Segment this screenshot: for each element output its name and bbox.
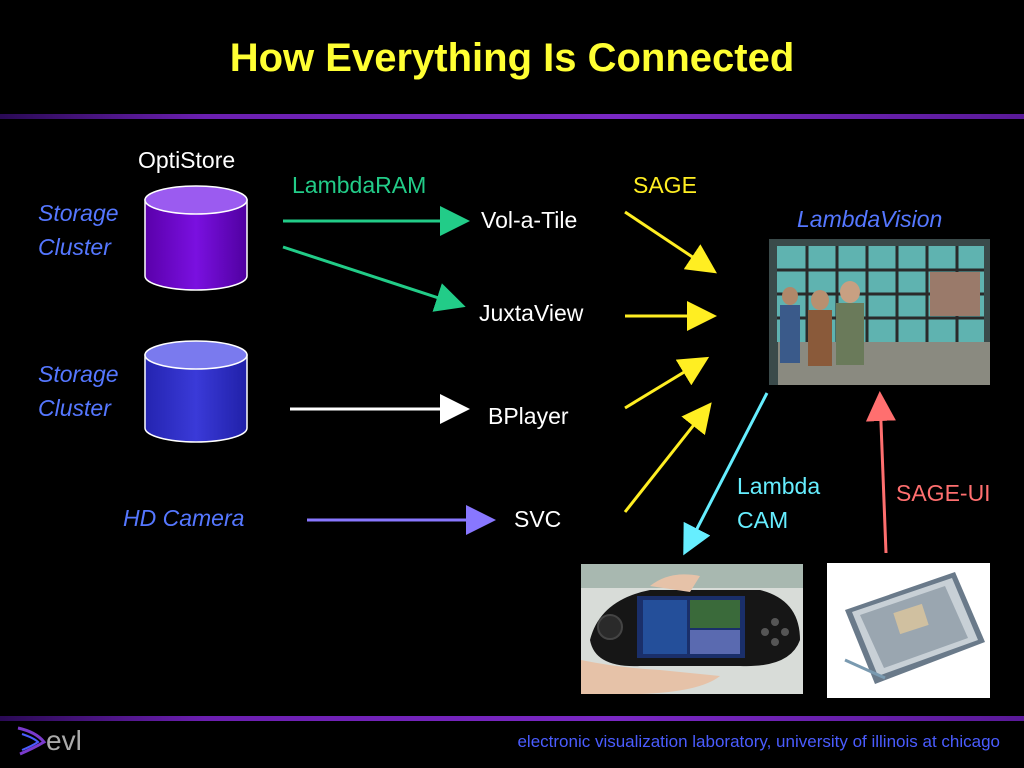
lambda-cam-label: Lambda CAM — [737, 473, 821, 533]
hd-camera-label: HD Camera — [123, 505, 245, 531]
storage-cylinder-icon — [144, 185, 248, 291]
storage-cluster-label-1: Storage Cluster — [38, 200, 119, 260]
sage-arrow-svc — [623, 402, 712, 513]
evl-logo-text: evl — [46, 725, 82, 756]
sage-ui-arrow — [865, 391, 896, 554]
top-divider — [0, 114, 1024, 119]
slide-title: How Everything Is Connected — [229, 36, 795, 80]
bplayer-label: BPlayer — [488, 403, 569, 429]
storage-cluster-label-2: Storage Cluster — [38, 361, 119, 421]
evl-logo-icon — [17, 726, 47, 756]
vol-a-tile-label: Vol-a-Tile — [481, 207, 578, 233]
juxtaview-label: JuxtaView — [479, 300, 584, 326]
tablet-device-photo — [827, 563, 990, 698]
arrow-to-juxtaview — [282, 245, 466, 312]
sage-label: SAGE — [633, 172, 697, 198]
lambda-cam-arrow — [683, 392, 769, 556]
sage-ui-label: SAGE-UI — [896, 480, 991, 506]
lambdavision-label: LambdaVision — [797, 206, 943, 232]
sage-arrow-vol-a-tile — [624, 210, 717, 274]
lambdavision-photo — [769, 239, 990, 385]
svc-label: SVC — [514, 506, 562, 532]
storage-cylinder-icon — [144, 340, 248, 443]
handheld-device-photo — [581, 564, 803, 694]
lab-name-footer: electronic visualization laboratory, uni… — [517, 732, 1000, 751]
optistore-label: OptiStore — [138, 147, 236, 173]
bottom-divider — [0, 716, 1024, 721]
sage-arrow-bplayer — [624, 356, 710, 410]
lambdaram-label: LambdaRAM — [292, 172, 427, 198]
